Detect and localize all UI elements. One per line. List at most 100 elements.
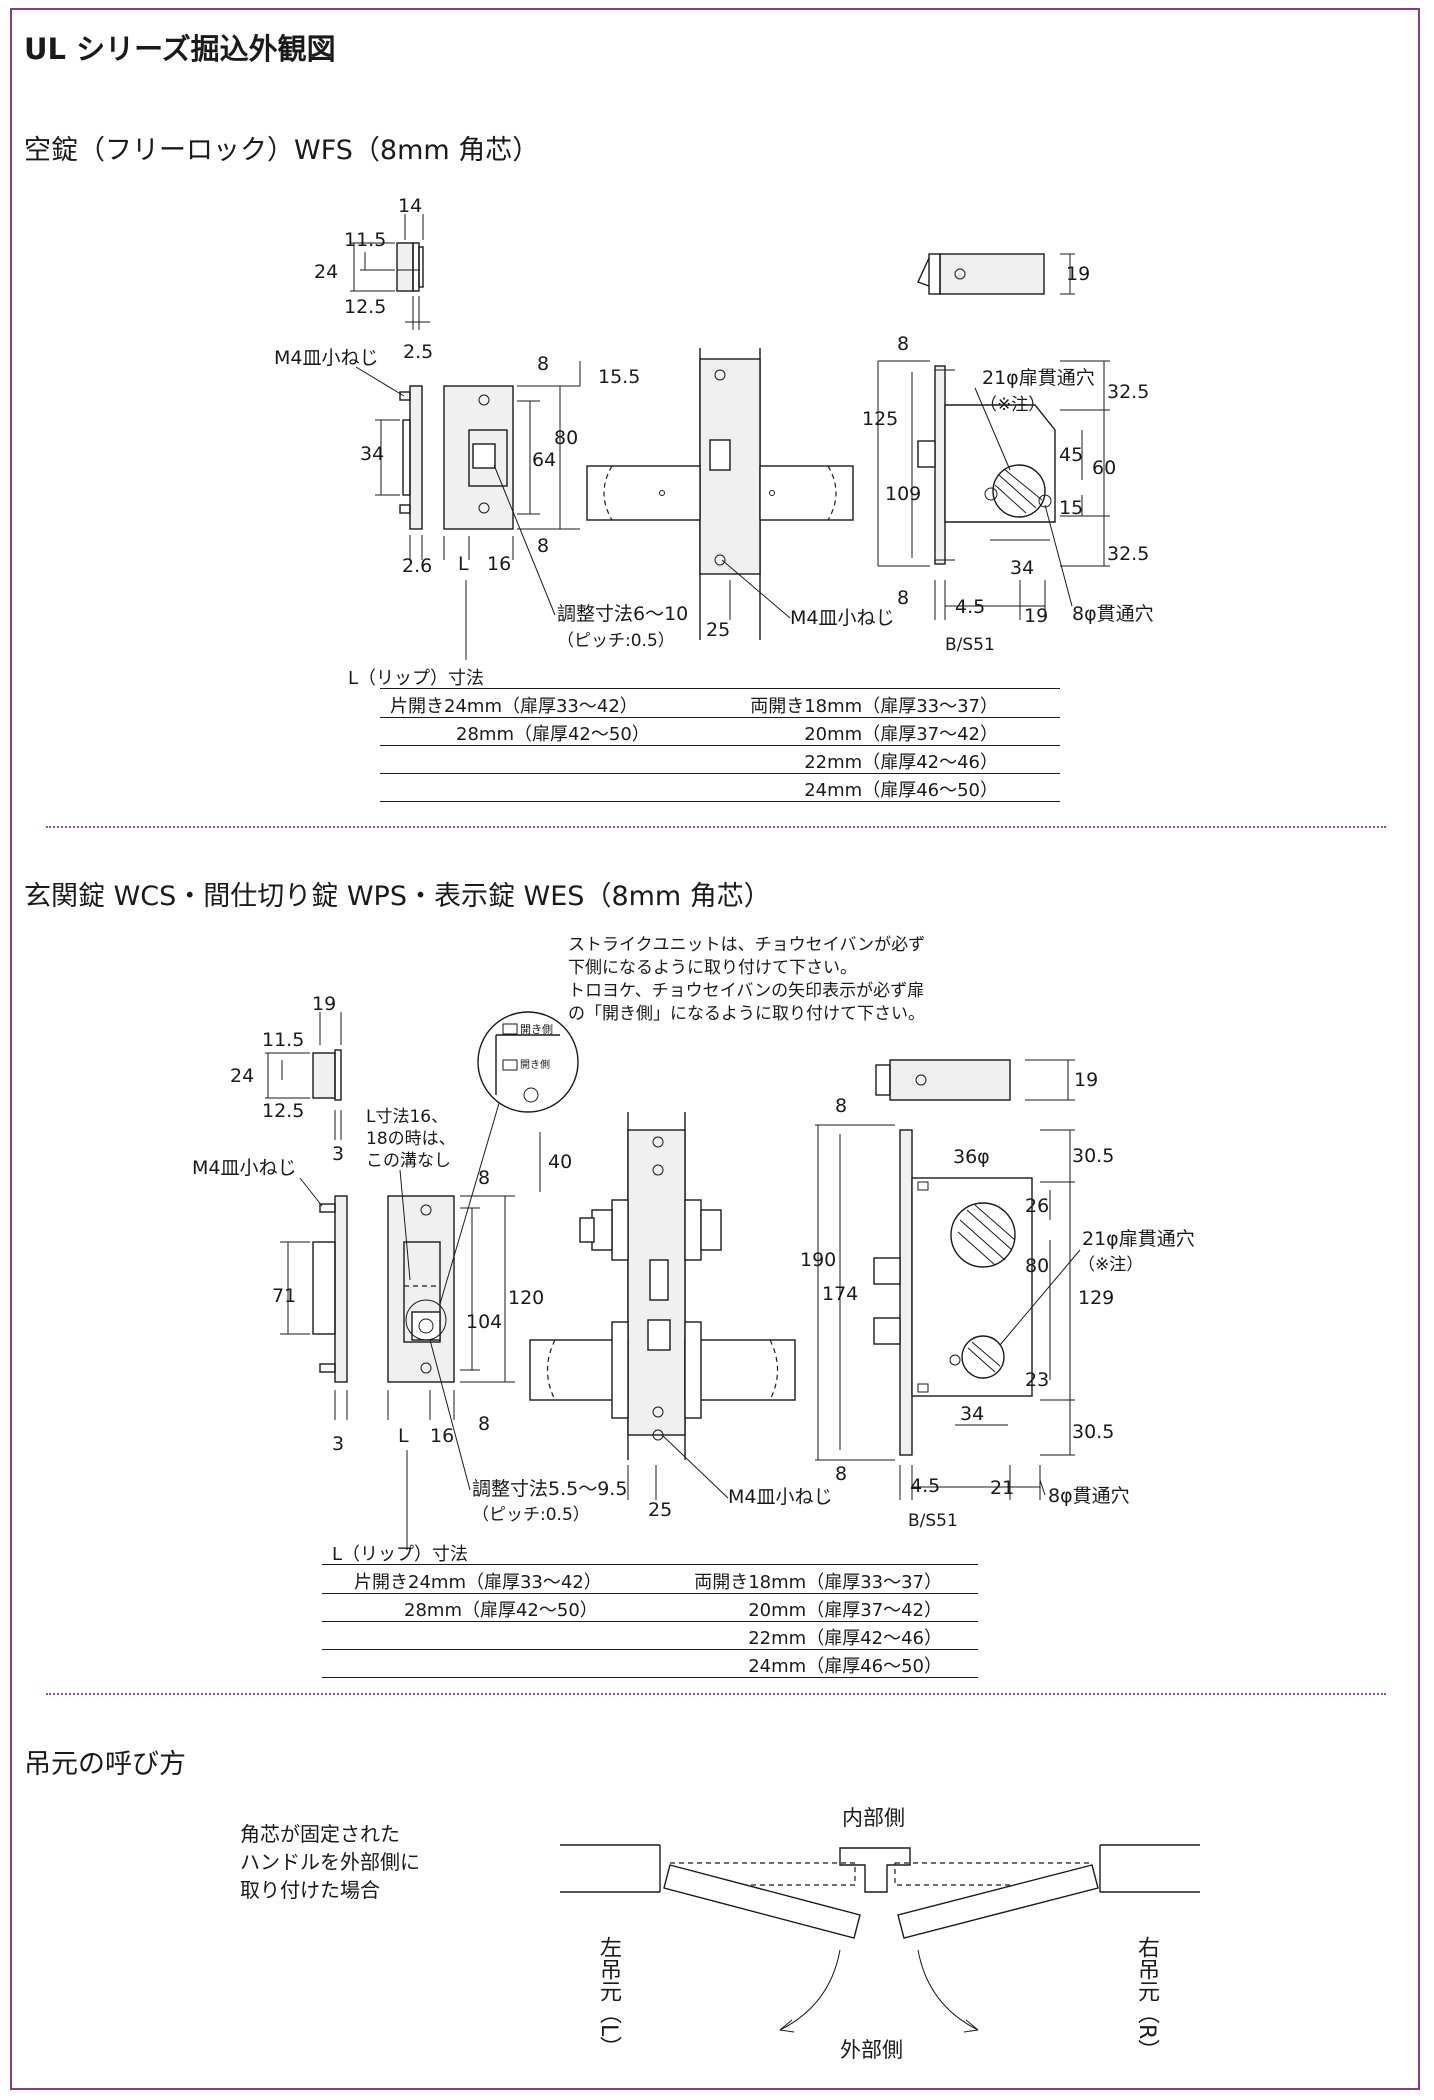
wcs-note-3: トロヨケ、チョウセイバンの矢印表示が必ず扉 <box>568 981 924 1001</box>
wfs-table-header: L（リップ）寸法 <box>348 668 485 689</box>
wcs-dim-21: 21 <box>990 1477 1014 1499</box>
page-title: UL シリーズ掘込外観図 <box>24 32 336 66</box>
wcs-table-header: L（リップ）寸法 <box>332 1544 469 1565</box>
table-cell: 22mm（扉厚42～46） <box>748 1628 942 1649</box>
wcs-dim-4-5: 4.5 <box>910 1475 940 1497</box>
wcs-dim-36: 36φ <box>953 1146 990 1168</box>
hang-door-left <box>663 1862 861 1939</box>
wcs-dim-L: L <box>398 1425 409 1447</box>
wcs-hole8: 8φ貫通穴 <box>1048 1485 1130 1507</box>
wcs-diagram: ストライクユニットは、チョウセイバンが必ず 下側になるように取り付けて下さい。 … <box>192 935 1195 1550</box>
hang-left: 左吊元（L） <box>596 1936 621 2059</box>
wcs-screw-top-leader <box>299 1177 323 1207</box>
wfs-adjust: 調整寸法6～10 <box>557 603 688 625</box>
wcs-dim-71: 71 <box>272 1285 296 1307</box>
wcs-dim-120: 120 <box>508 1287 544 1309</box>
table-cell: 両開き18mm（扉厚33～37） <box>750 696 998 717</box>
wfs-dim-2-5: 2.5 <box>403 341 433 363</box>
wcs-dim-34: 34 <box>960 1403 984 1425</box>
hang-arrowhead-left <box>779 2019 795 2033</box>
hang-outside: 外部側 <box>840 2038 903 2062</box>
wfs-dim-25: 25 <box>706 619 730 641</box>
table-row: 22mm（扉厚42～46） <box>380 746 1060 774</box>
wcs-dim-19: 19 <box>312 993 336 1015</box>
wfs-hole21: 21φ扉貫通穴 <box>982 367 1095 389</box>
table-cell: 22mm（扉厚42～46） <box>804 752 998 773</box>
table-cell: 24mm（扉厚46～50） <box>748 1656 942 1677</box>
hang-right: 右吊元（R） <box>1134 1936 1159 2062</box>
table-cell: 片開き24mm（扉厚33～42） <box>390 696 638 717</box>
wcs-bs: B/S51 <box>908 1511 958 1531</box>
wfs-adjust-leader <box>493 464 556 616</box>
wfs-bs: B/S51 <box>945 635 995 655</box>
wfs-dim-4-5: 4.5 <box>955 596 985 618</box>
wfs-dim-8c: 8 <box>897 333 909 355</box>
hang-wall-right <box>1099 1844 1200 1893</box>
wcs-hole21: 21φ扉貫通穴 <box>1082 1228 1195 1250</box>
wcs-screw-top: M4皿小ねじ <box>192 1157 296 1179</box>
wfs-screw-top: M4皿小ねじ <box>274 347 378 369</box>
wfs-dim-8a: 8 <box>537 353 549 375</box>
wcs-dim-8a: 8 <box>478 1167 490 1189</box>
wfs-dim-19b: 19 <box>1024 605 1048 627</box>
section-title-wfs: 空錠（フリーロック）WFS（8mm 角芯） <box>24 135 540 166</box>
table-cell: 両開き18mm（扉厚33～37） <box>694 1572 942 1593</box>
wfs-hole8-leader <box>1044 504 1073 607</box>
hang-arrowhead-right <box>963 2019 979 2033</box>
table-cell: 28mm（扉厚42～50） <box>456 724 650 745</box>
wcs-strike-top <box>265 1012 342 1140</box>
table-row: 24mm（扉厚46～50） <box>380 774 1060 802</box>
wcs-dim-30-5a: 30.5 <box>1072 1145 1114 1167</box>
wfs-dim-8b: 8 <box>537 535 549 557</box>
wcs-dim-174: 174 <box>822 1283 858 1305</box>
wfs-dim-34: 34 <box>360 443 384 465</box>
separator-1 <box>46 826 1386 828</box>
wfs-dim-15-5: 15.5 <box>598 366 640 388</box>
wfs-dim-24: 24 <box>314 261 338 283</box>
wcs-lnote-3: この溝なし <box>366 1151 451 1171</box>
hang-door-right <box>894 1862 1099 1939</box>
wfs-dim-2-6: 2.6 <box>402 555 432 577</box>
wcs-note: （※注） <box>1078 1255 1143 1275</box>
hang-desc-2: ハンドルを外部側に <box>240 1850 420 1874</box>
wfs-strike-top <box>350 214 430 330</box>
wcs-pitch: （ピッチ:0.5） <box>472 1505 590 1525</box>
hang-arrow-right <box>917 1949 979 2031</box>
wfs-dim-45: 45 <box>1059 444 1083 466</box>
wcs-dim-16: 16 <box>430 1425 454 1447</box>
wcs-dim-24: 24 <box>230 1065 254 1087</box>
wcs-screw-bottom-leader <box>661 1434 729 1499</box>
wfs-dim-19: 19 <box>1066 263 1090 285</box>
wfs-dim-60: 60 <box>1092 457 1116 479</box>
table-cell: 20mm（扉厚37～42） <box>748 1600 942 1621</box>
table-row: 22mm（扉厚42～46） <box>322 1622 978 1650</box>
hang-arrow-left <box>779 1949 841 2031</box>
wfs-dim-15: 15 <box>1059 497 1083 519</box>
wcs-dim-129: 129 <box>1078 1287 1114 1309</box>
wcs-dim-23: 23 <box>1025 1369 1049 1391</box>
wcs-dim-104: 104 <box>466 1311 502 1333</box>
wfs-dim-L: L <box>458 553 469 575</box>
wcs-strike-side <box>280 1195 348 1420</box>
page-frame <box>10 8 1420 2090</box>
hang-inside: 内部側 <box>842 1806 905 1830</box>
wfs-dim-12-5: 12.5 <box>344 296 386 318</box>
section-title-wcs: 玄関錠 WCS・間仕切り錠 WPS・表示錠 WES（8mm 角芯） <box>24 881 771 912</box>
table-row: 24mm（扉厚46～50） <box>322 1650 978 1678</box>
table-row: 片開き24mm（扉厚33～42） 両開き18mm（扉厚33～37） <box>322 1566 978 1594</box>
wfs-screw-bottom: M4皿小ねじ <box>790 607 894 629</box>
wfs-lock-side <box>877 253 1110 620</box>
wfs-screw-bottom-leader <box>721 559 791 619</box>
wcs-lnote-1: L寸法16、 <box>366 1107 448 1127</box>
wfs-dim-125: 125 <box>862 408 898 430</box>
wfs-dim-16: 16 <box>487 553 511 575</box>
wcs-dim-12-5: 12.5 <box>262 1100 304 1122</box>
hang-desc-1: 角芯が固定された <box>240 1822 400 1846</box>
wfs-dim-64: 64 <box>532 449 556 471</box>
wfs-dim-32-5a: 32.5 <box>1107 381 1149 403</box>
wfs-dim-14: 14 <box>398 195 422 217</box>
table-cell: 片開き24mm（扉厚33～42） <box>354 1572 602 1593</box>
wfs-dim-8d: 8 <box>897 587 909 609</box>
wcs-note-1: ストライクユニットは、チョウセイバンが必ず <box>568 935 925 955</box>
wfs-note: （※注） <box>980 395 1045 415</box>
